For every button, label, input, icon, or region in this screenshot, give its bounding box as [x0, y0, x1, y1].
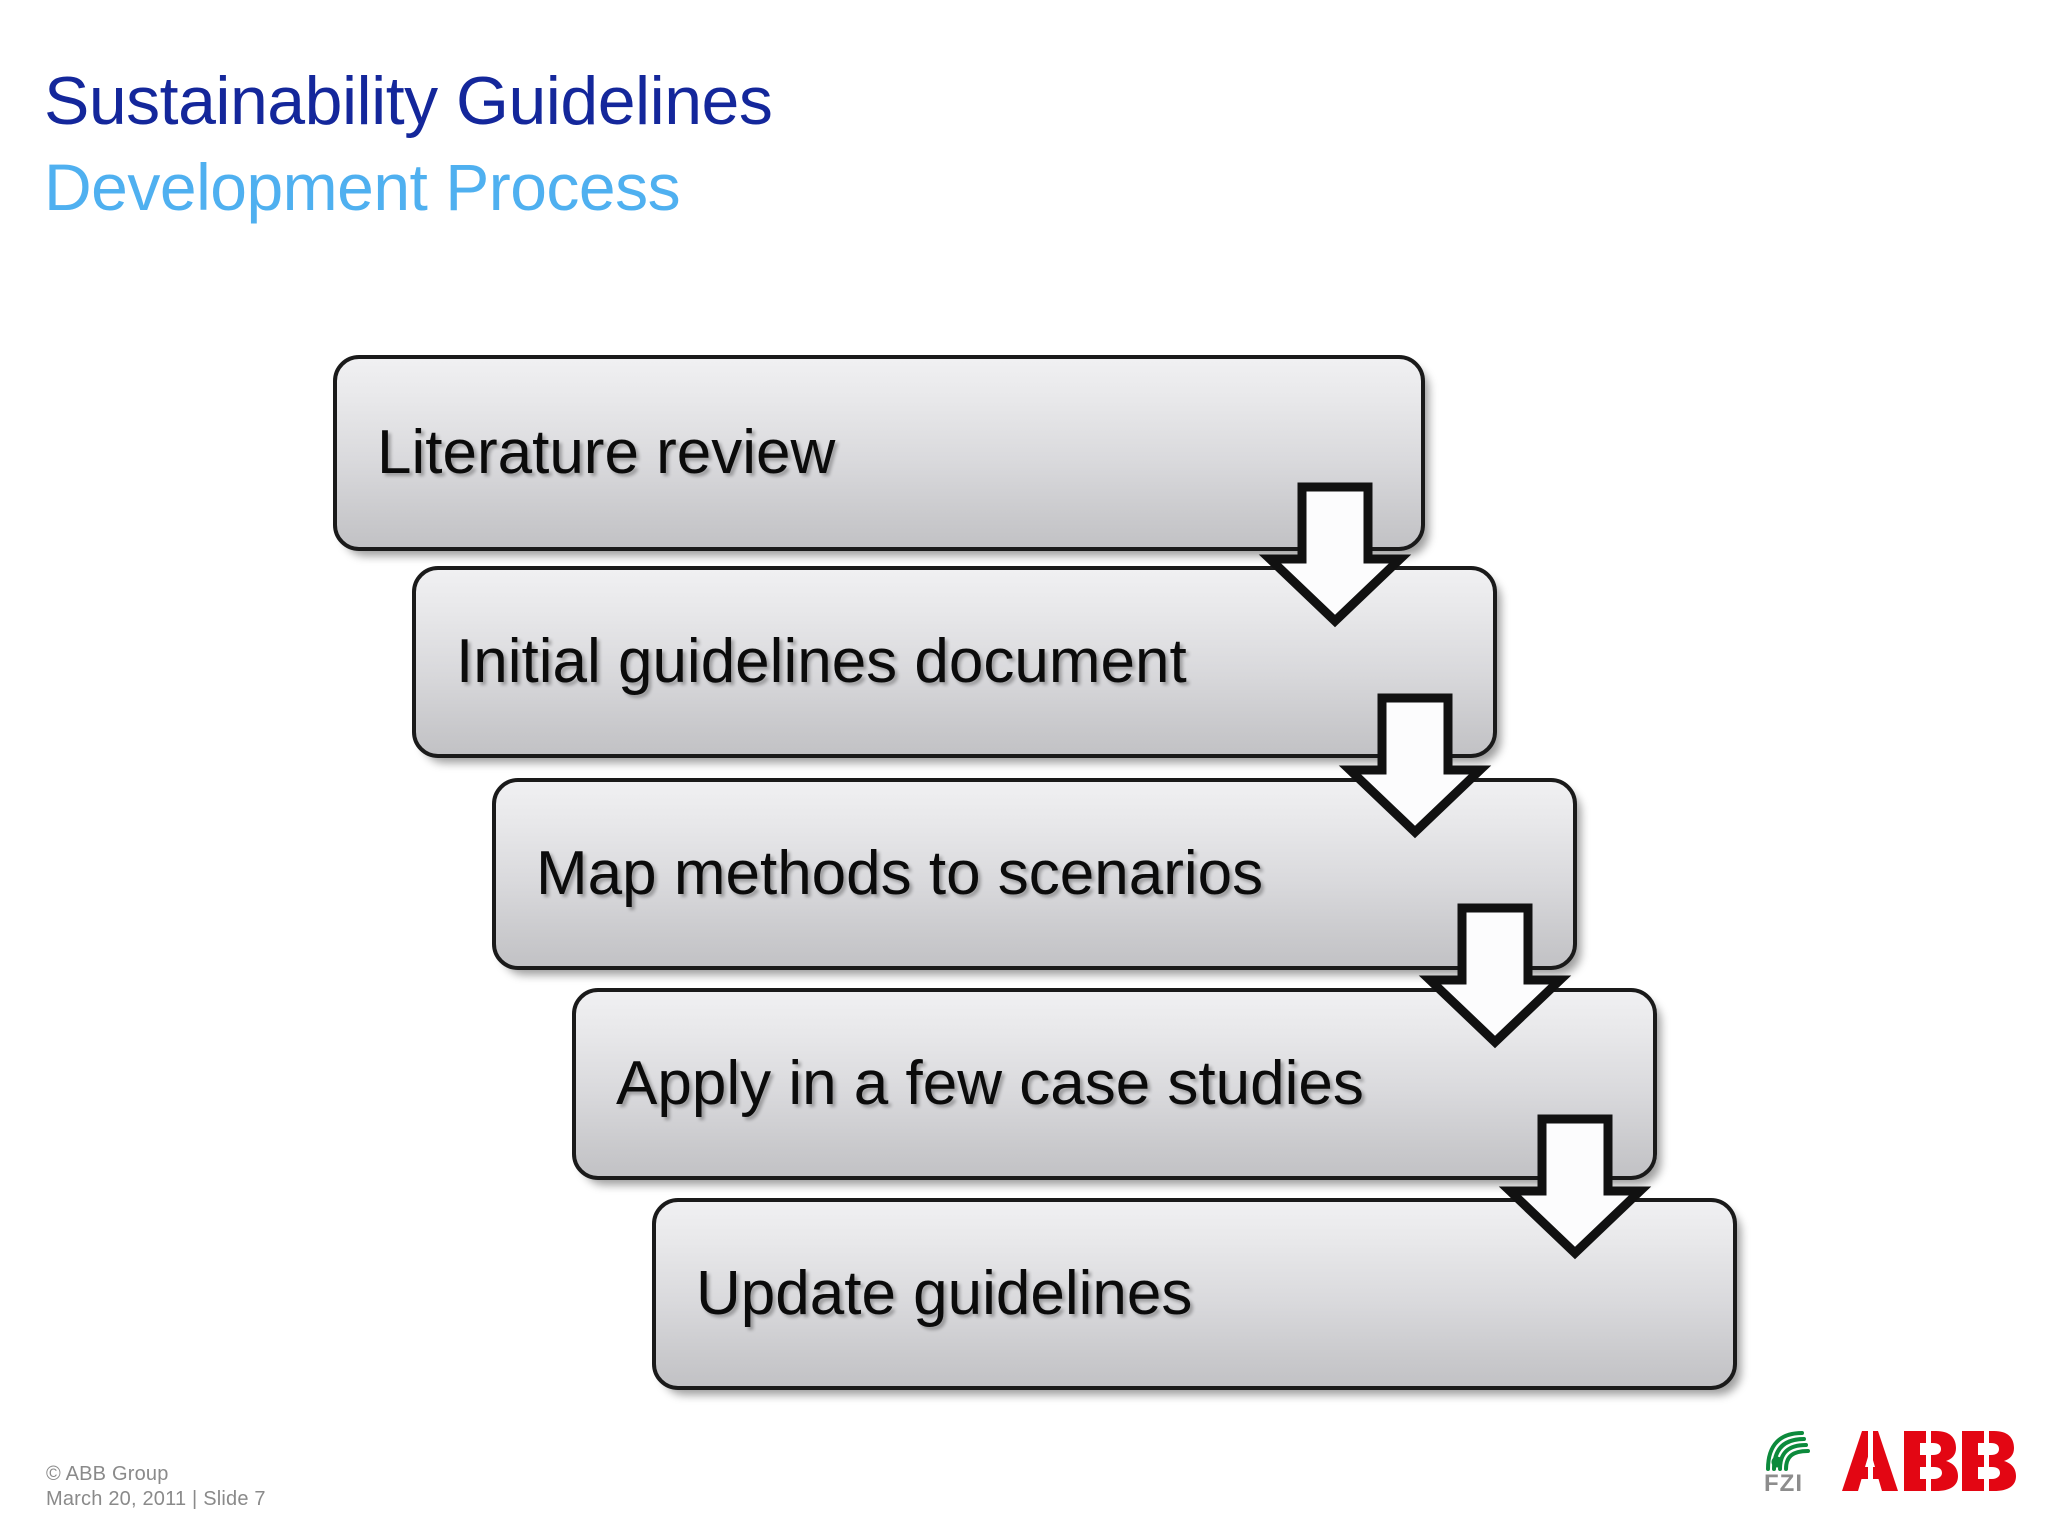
down-arrow-icon [1498, 1114, 1652, 1260]
abb-wordmark-icon [1842, 1425, 2016, 1497]
process-step-label: Update guidelines [696, 1259, 1193, 1328]
logo-group: FZI [1764, 1425, 2018, 1497]
fzi-wordmark: FZI [1764, 1470, 1803, 1497]
process-step-label: Map methods to scenarios [536, 839, 1264, 908]
down-arrow-icon [1258, 482, 1412, 628]
page-title: Sustainability Guidelines Development Pr… [44, 58, 1544, 230]
process-step-box[interactable]: Map methods to scenarios [492, 778, 1577, 970]
footer-date-slide: March 20, 2011 | Slide 7 [46, 1488, 266, 1510]
fzi-dot-icon [1771, 1456, 1783, 1468]
down-arrow-icon [1338, 693, 1492, 839]
fzi-logo: FZI [1764, 1429, 1826, 1497]
footer-copyright: © ABB Group [46, 1463, 169, 1485]
title-primary-line: Sustainability Guidelines [44, 63, 773, 139]
process-step-label: Literature review [377, 418, 836, 487]
process-step-label: Apply in a few case studies [616, 1049, 1364, 1118]
fzi-swirl-icon [1766, 1431, 1810, 1471]
process-step-box[interactable]: Literature review [333, 355, 1425, 551]
footer: © ABB Group March 20, 2011 | Slide 7 [46, 1462, 266, 1512]
down-arrow-icon [1418, 903, 1572, 1049]
title-secondary-line: Development Process [44, 150, 681, 224]
process-step-label: Initial guidelines document [456, 627, 1187, 696]
